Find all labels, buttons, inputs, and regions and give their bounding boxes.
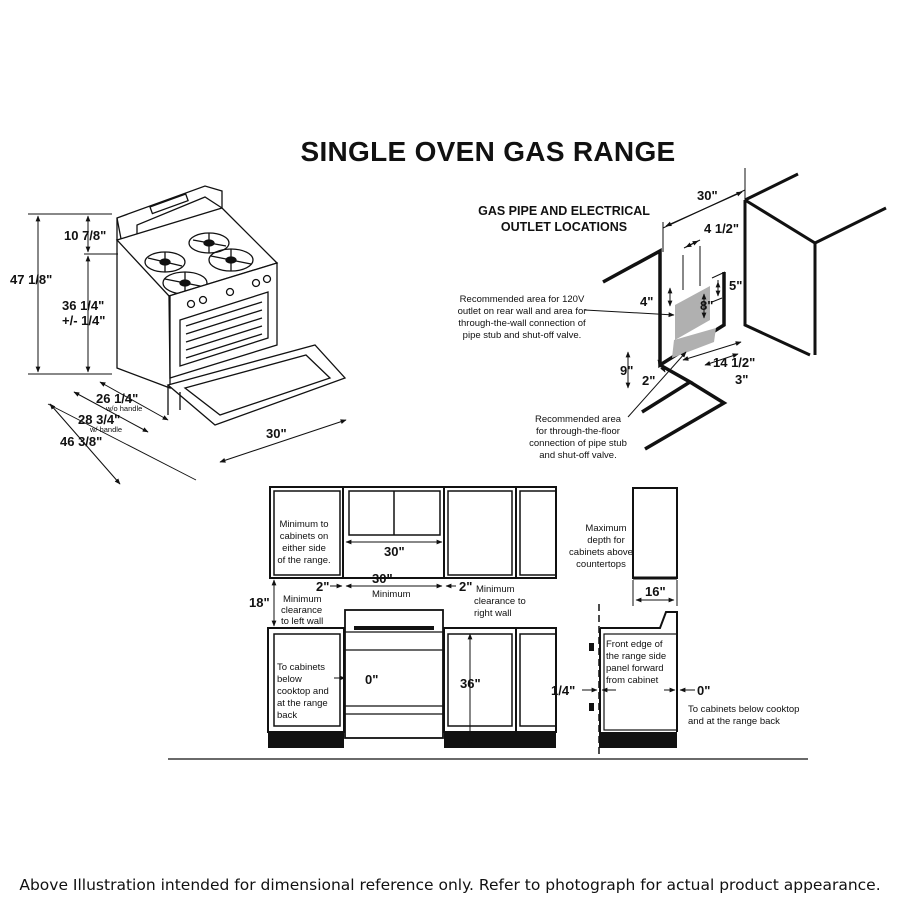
right-gap-note-1: Minimum — [476, 584, 515, 595]
gas-pipe-heading-line1: GAS PIPE AND ELECTRICAL — [478, 204, 650, 218]
range-dimension-lines — [28, 213, 347, 485]
upper-note-2: cabinets on — [280, 531, 329, 542]
gas-dim-5-label: 5" — [729, 278, 742, 293]
gas-width-label: 30" — [697, 188, 718, 203]
gas-pipe-labels: GAS PIPE AND ELECTRICAL OUTLET LOCATIONS… — [458, 188, 756, 461]
lower-note-5: back — [277, 710, 297, 721]
gas-dim-9-label: 9" — [620, 363, 633, 378]
left-gap-note-2: clearance — [281, 605, 322, 616]
gas-pipe-diagram — [584, 168, 887, 451]
depth-with-handle-note: w/ handle — [89, 425, 122, 434]
floor-note-1: Recommended area — [535, 414, 622, 425]
floor-note-2: for through-the-floor — [536, 426, 620, 437]
lower-note-3: cooktop and — [277, 686, 329, 697]
left-gap-label: 2" — [316, 579, 329, 594]
side-view-labels: Maximum depth for cabinets above counter… — [551, 523, 799, 727]
panel-note-3: panel forward — [606, 663, 664, 674]
panel-note-4: from cabinet — [606, 675, 659, 686]
upper-width-label: 30" — [384, 544, 405, 559]
lower-note-4: at the range — [277, 698, 328, 709]
lower-note-1: To cabinets — [277, 662, 325, 673]
left-gap-note-3: to left wall — [281, 616, 323, 627]
back-note-1: To cabinets below cooktop — [688, 704, 799, 715]
range-width-label: 30" — [266, 426, 287, 441]
side-upper-note-3: cabinets above — [569, 547, 633, 558]
right-gap-note-2: clearance to — [474, 596, 526, 607]
counter-height-label: 36" — [460, 676, 481, 691]
front-install-view — [168, 486, 808, 760]
page-title: SINGLE OVEN GAS RANGE — [300, 136, 676, 167]
side-upper-note-4: countertops — [576, 559, 626, 570]
upper-note-1: Minimum to — [279, 519, 328, 530]
range-dimension-labels: 47 1/8" 10 7/8" 36 1/4" +/- 1/4" 26 1/4"… — [10, 228, 287, 449]
side-upper-depth-label: 16" — [645, 584, 666, 599]
floor-note-3: connection of pipe stub — [529, 438, 627, 449]
rear-wall-note-1: Recommended area for 120V — [460, 294, 585, 305]
side-upper-note-1: Maximum — [585, 523, 626, 534]
front-view-labels: Minimum to cabinets on either side of th… — [249, 519, 526, 721]
gas-dim-4-label: 4" — [640, 294, 653, 309]
right-gap-label: 2" — [459, 579, 472, 594]
side-install-view — [582, 487, 695, 758]
floor-note-4: and shut-off valve. — [539, 450, 616, 461]
depth-door-open-label: 46 3/8" — [60, 434, 102, 449]
panel-offset-label: 1/4" — [551, 683, 575, 698]
gas-dim-2-label: 2" — [642, 373, 655, 388]
side-upper-note-2: depth for — [587, 535, 625, 546]
lower-note-2: below — [277, 674, 302, 685]
rear-wall-note-3: through-the-wall connection of — [458, 318, 586, 329]
gas-pipe-heading-line2: OUTLET LOCATIONS — [501, 220, 627, 234]
rear-wall-note-4: pipe stub and shut-off valve. — [463, 330, 582, 341]
gas-dim-8-label: 8" — [700, 298, 713, 313]
depth-no-handle-label: 26 1/4" — [96, 391, 138, 406]
upper-height-label: 18" — [249, 595, 270, 610]
cooktop-height-label: 36 1/4" — [62, 298, 104, 313]
gas-dim-14-label: 14 1/2" — [713, 355, 755, 370]
range-width-min-label: 30" — [372, 571, 393, 586]
upper-note-3: either side — [282, 543, 326, 554]
panel-note-1: Front edge of — [606, 639, 663, 650]
lower-gap-label: 0" — [365, 672, 378, 687]
range-width-min-note: Minimum — [372, 589, 411, 600]
panel-note-2: the range side — [606, 651, 666, 662]
left-gap-note-1: Minimum — [283, 594, 322, 605]
gas-dim-3-label: 3" — [735, 372, 748, 387]
back-gap-label: 0" — [697, 683, 710, 698]
footer-disclaimer: Above Illustration intended for dimensio… — [19, 876, 881, 894]
backguard-height-label: 10 7/8" — [64, 228, 106, 243]
back-note-2: and at the range back — [688, 716, 780, 727]
range-isometric — [115, 185, 347, 426]
right-gap-note-3: right wall — [474, 608, 512, 619]
cooktop-tolerance-label: +/- 1/4" — [62, 313, 105, 328]
upper-note-4: of the range. — [277, 555, 330, 566]
height-total-label: 47 1/8" — [10, 272, 52, 287]
gas-offset-label: 4 1/2" — [704, 221, 739, 236]
rear-wall-note-2: outlet on rear wall and area for — [458, 306, 587, 317]
depth-with-handle-label: 28 3/4" — [78, 412, 120, 427]
depth-no-handle-note: w/o handle — [105, 404, 142, 413]
